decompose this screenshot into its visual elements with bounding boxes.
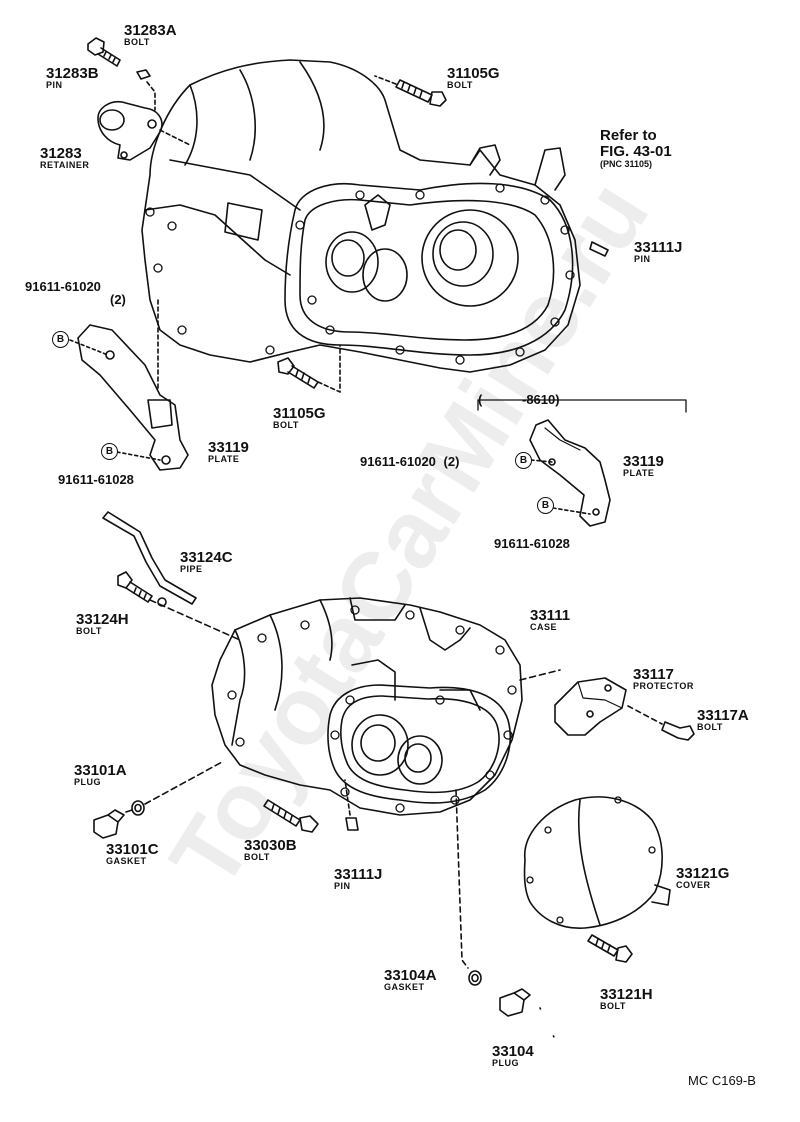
label-33104A: 33104A GASKET	[384, 967, 437, 992]
figure-reference: Refer to FIG. 43-01 (PNC 31105)	[600, 127, 672, 169]
label-33030B: 33030B BOLT	[244, 837, 297, 862]
pin-31283B-drawing	[136, 69, 151, 80]
label-31283: 31283 RETAINER	[40, 145, 90, 170]
label-33121G: 33121G COVER	[676, 865, 730, 890]
leader-31283B	[146, 81, 156, 111]
pin-33111J-top-drawing	[589, 241, 609, 257]
label-91611-61020-top: 91611-61020 (2)	[25, 279, 126, 307]
leader-retainer	[159, 129, 191, 146]
label-33117: 33117 PROTECTOR	[633, 666, 694, 691]
label-91611-61028-left: 91611-61028	[58, 472, 134, 487]
gasket-33101C-drawing	[131, 800, 145, 816]
label-33119-right: 33119 PLATE	[623, 453, 664, 478]
cover-33121G-drawing	[523, 796, 671, 929]
label-33124H: 33124H BOLT	[76, 611, 129, 636]
label-31105G-top: 31105G BOLT	[447, 65, 500, 90]
label-31283A: 31283A BOLT	[124, 22, 177, 47]
plug-33101A-drawing	[93, 809, 125, 839]
label-33111J-top: 33111J PIN	[634, 239, 683, 264]
label-33101A: 33101A PLUG	[74, 762, 127, 787]
marker-b-left: B	[101, 443, 118, 460]
bolt-33117A-drawing	[661, 721, 695, 741]
marker-b-right-top: B	[515, 452, 532, 469]
protector-33117-drawing	[554, 677, 627, 736]
label-31105G-mid: 31105G BOLT	[273, 405, 326, 430]
plate-33119-left-drawing	[77, 324, 189, 471]
gasket-33104A-drawing	[468, 970, 482, 986]
bolt-33124H-drawing	[117, 571, 153, 603]
label-31283B: 31283B PIN	[46, 65, 99, 90]
label-33119-left: 33119 PLATE	[208, 439, 249, 464]
bolt-33121H-drawing	[587, 934, 633, 963]
label-33111: 33111 CASE	[530, 607, 571, 632]
bolt-33030B-drawing	[263, 799, 319, 833]
label-33124C: 33124C PIPE	[180, 549, 233, 574]
label-91611-61028-right: 91611-61028	[494, 536, 570, 551]
label-91611-61020-right: 91611-61020 (2)	[360, 454, 460, 469]
label-33101C: 33101C GASKET	[106, 841, 159, 866]
label-33104: 33104 PLUG	[492, 1043, 534, 1068]
label-33121H: 33121H BOLT	[600, 986, 653, 1011]
label-33111J-bottom: 33111J PIN	[334, 866, 383, 891]
plug-33104-drawing	[499, 988, 531, 1017]
label-33117A: 33117A BOLT	[697, 707, 749, 732]
marker-b-right-bottom: B	[537, 497, 554, 514]
bolt-31105G-mid-drawing	[277, 357, 319, 389]
diagram-code: MC C169-B	[688, 1073, 756, 1088]
date-bracket-open: (	[478, 392, 483, 407]
transmission-case-drawing	[211, 597, 523, 816]
retainer-31283-drawing	[97, 100, 163, 161]
bolt-31105G-top-drawing	[395, 79, 447, 107]
marker-b-top: B	[52, 331, 69, 348]
bolt-31283A-drawing	[87, 37, 121, 67]
transaxle-housing	[141, 59, 581, 373]
pin-33111J-bottom-drawing	[345, 817, 359, 831]
date-bracket-text: -8610)	[522, 392, 560, 407]
